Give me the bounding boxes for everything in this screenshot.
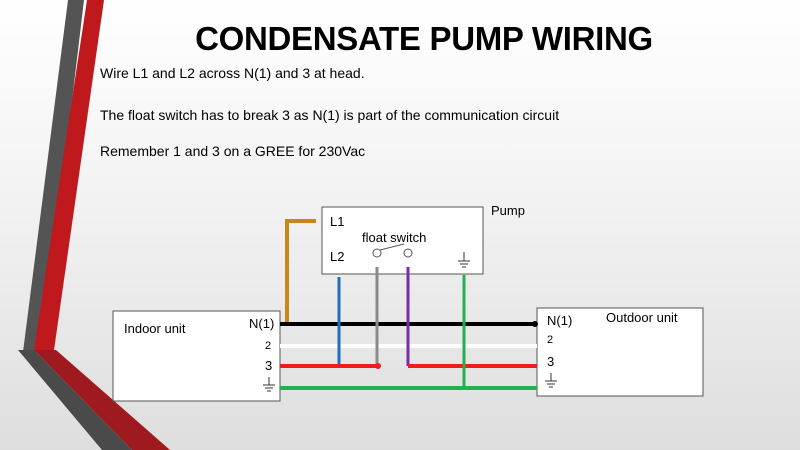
float-switch-lever <box>379 243 405 251</box>
indoor-terminal-n1: N(1) <box>249 316 274 331</box>
outdoor-unit-label: Outdoor unit <box>606 310 678 325</box>
instruction-note-3: Remember 1 and 3 on a GREE for 230Vac <box>100 143 366 159</box>
instruction-note-2: The float switch has to break 3 as N(1) … <box>100 107 560 123</box>
indoor-unit-box <box>112 310 281 402</box>
pump-terminal-l2: L2 <box>330 249 344 264</box>
pump-ground-symbol <box>458 252 470 268</box>
indoor-terminal-2: 2 <box>265 340 271 352</box>
indoor-ground-symbol <box>263 377 275 392</box>
float-switch-label: float switch <box>362 230 426 245</box>
n1-junction-dot <box>532 321 538 327</box>
outdoor-terminal-3: 3 <box>547 354 554 369</box>
instruction-note-1: Wire L1 and L2 across N(1) and 3 at head… <box>100 65 365 81</box>
pump-label: Pump <box>491 203 525 218</box>
page-title: CONDENSATE PUMP WIRING <box>195 20 653 57</box>
outdoor-terminal-n1: N(1) <box>547 313 572 328</box>
brown-wire-l1 <box>285 219 316 324</box>
outdoor-terminal-2: 2 <box>547 334 553 346</box>
float-switch-contact-left <box>372 248 382 258</box>
float-switch-contact-right <box>403 248 413 258</box>
pump-terminal-l1: L1 <box>330 214 344 229</box>
grey-stripe-upper <box>23 0 84 352</box>
red-stripe-lower <box>34 350 170 450</box>
grey-stripe-lower <box>18 350 132 450</box>
outdoor-ground-symbol <box>545 373 557 388</box>
red-junction-dot <box>375 363 381 369</box>
indoor-unit-label: Indoor unit <box>124 321 186 336</box>
indoor-terminal-3: 3 <box>265 358 272 373</box>
red-stripe-upper <box>34 0 104 350</box>
outdoor-unit-box <box>536 307 704 397</box>
